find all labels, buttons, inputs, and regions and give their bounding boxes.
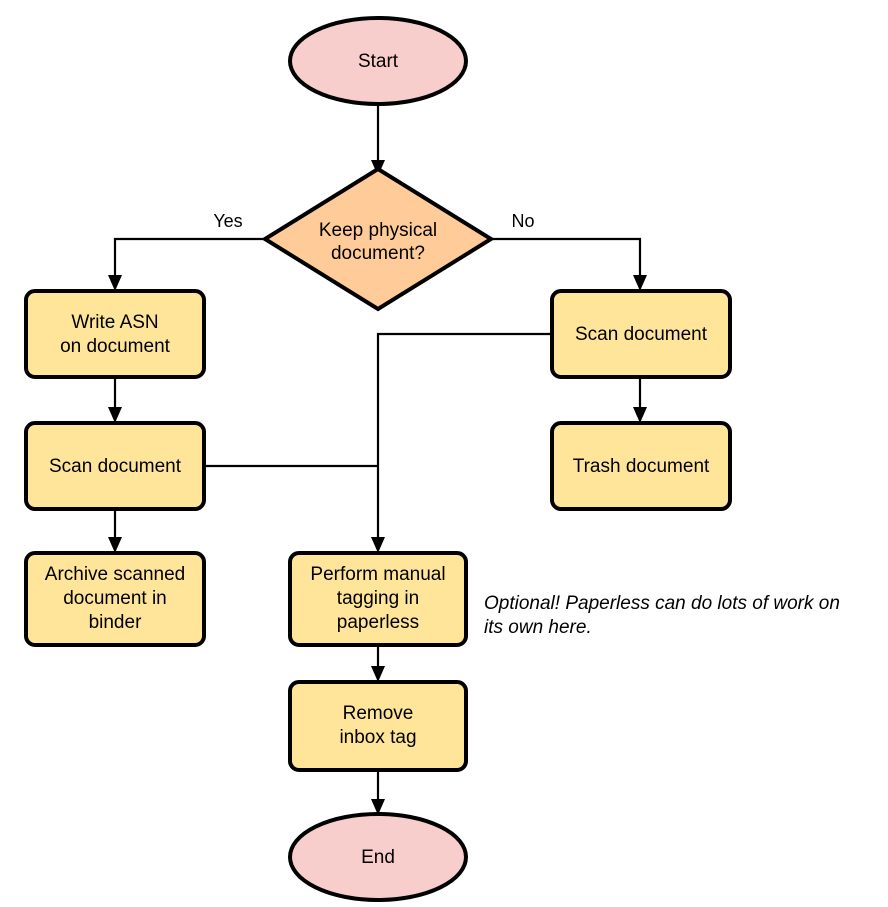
- scan-document-left-box[interactable]: [24, 421, 206, 511]
- write-asn-label-line1: Write ASN: [71, 312, 158, 333]
- remove-inbox-tag-box[interactable]: [288, 680, 468, 772]
- decision-diamond[interactable]: [261, 166, 495, 312]
- archive-label-line2: document in: [63, 588, 167, 609]
- node-decision-keep-physical-document[interactable]: Keep physical document?: [261, 166, 495, 312]
- optional-note-line2: its own here.: [484, 617, 592, 638]
- edge-line: [376, 332, 552, 543]
- edge-write-asn-to-scan-left: [108, 377, 122, 423]
- edge-label-yes: Yes: [213, 211, 242, 231]
- node-perform-manual-tagging[interactable]: Perform manual tagging in paperless: [288, 551, 468, 647]
- decision-label-line1: Keep physical: [319, 220, 437, 241]
- end-ellipse[interactable]: [288, 812, 468, 902]
- manual-tagging-label-line1: Perform manual: [310, 564, 445, 585]
- node-archive-scanned-document[interactable]: Archive scanned document in binder: [24, 551, 206, 647]
- scan-document-right-box[interactable]: [550, 289, 732, 379]
- node-end[interactable]: End: [288, 812, 468, 902]
- arrowhead-icon: [371, 666, 385, 682]
- node-start[interactable]: Start: [288, 16, 468, 106]
- archive-box[interactable]: [24, 551, 206, 647]
- remove-inbox-label-line1: Remove: [343, 703, 414, 724]
- edge-line: [491, 237, 642, 281]
- optional-note-line1: Optional! Paperless can do lots of work …: [484, 593, 840, 614]
- archive-label-line1: Archive scanned: [45, 564, 185, 585]
- write-asn-label-line2: on document: [60, 336, 171, 357]
- scan-document-right-label: Scan document: [575, 324, 708, 345]
- arrowhead-icon: [633, 275, 647, 291]
- manual-tagging-label-line3: paperless: [337, 612, 419, 633]
- trash-document-box[interactable]: [550, 421, 732, 511]
- remove-inbox-label-line2: inbox tag: [339, 727, 416, 748]
- arrowhead-icon: [371, 799, 385, 815]
- arrowhead-icon: [108, 407, 122, 423]
- start-ellipse[interactable]: [288, 16, 468, 106]
- annotation-optional-note: Optional! Paperless can do lots of work …: [484, 593, 840, 638]
- node-scan-document-left[interactable]: Scan document: [24, 421, 206, 511]
- edge-scan-right-to-trash: [633, 377, 647, 423]
- edge-remove-inbox-to-end: [371, 770, 385, 815]
- node-remove-inbox-tag[interactable]: Remove inbox tag: [288, 680, 468, 772]
- node-scan-document-right[interactable]: Scan document: [550, 289, 732, 379]
- edge-manual-tagging-to-remove-inbox: [371, 645, 385, 682]
- archive-label-line3: binder: [89, 612, 142, 633]
- edge-decision-yes-to-write-asn: [108, 237, 265, 291]
- arrowhead-icon: [108, 275, 122, 291]
- edge-line: [113, 237, 265, 281]
- node-write-asn-on-document[interactable]: Write ASN on document: [24, 289, 206, 379]
- edge-decision-no-to-scan-right: [491, 237, 647, 291]
- edge-start-to-decision: [371, 102, 385, 176]
- manual-tagging-label-line2: tagging in: [337, 588, 419, 609]
- decision-label-line2: document?: [331, 243, 425, 264]
- scan-document-left-label: Scan document: [49, 456, 182, 477]
- arrowhead-icon: [108, 537, 122, 553]
- start-label: Start: [358, 51, 399, 72]
- arrowhead-icon: [633, 407, 647, 423]
- write-asn-box[interactable]: [24, 289, 206, 379]
- end-label: End: [361, 847, 395, 868]
- edge-label-no: No: [511, 211, 534, 231]
- trash-document-label: Trash document: [573, 456, 710, 477]
- edge-scan-right-to-manual-tagging: [371, 332, 552, 553]
- manual-tagging-box[interactable]: [288, 551, 468, 647]
- edge-scan-left-to-archive: [108, 509, 122, 553]
- node-trash-document[interactable]: Trash document: [550, 421, 732, 511]
- arrowhead-icon: [371, 537, 385, 553]
